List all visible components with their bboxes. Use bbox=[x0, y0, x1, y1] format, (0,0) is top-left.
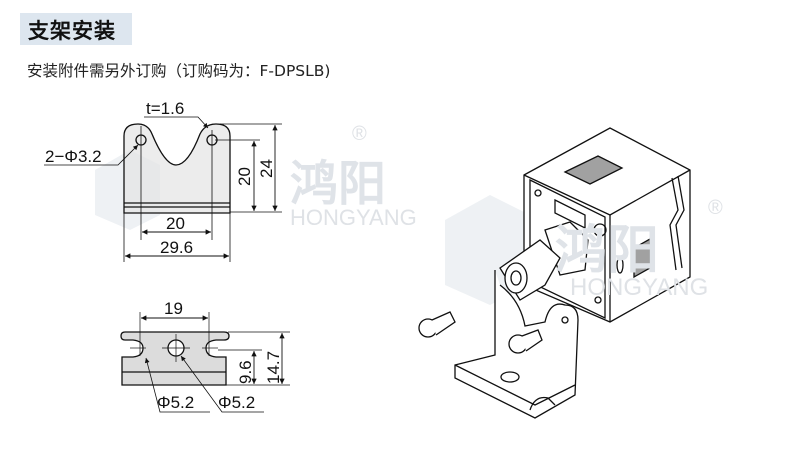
inner-width-label: 20 bbox=[166, 214, 185, 233]
thickness-label: t=1.6 bbox=[146, 99, 184, 118]
front-view bbox=[44, 116, 282, 262]
hole-dia-label: Φ5.2 bbox=[218, 393, 255, 412]
section-title: 支架安装 bbox=[20, 13, 132, 45]
assembly-illustration bbox=[418, 127, 691, 419]
total-height-label: 24 bbox=[257, 159, 276, 178]
svg-text:HONGYANG: HONGYANG bbox=[290, 205, 417, 230]
hole-height-label: 20 bbox=[235, 167, 254, 186]
total-height-label-top: 14.7 bbox=[264, 351, 283, 384]
svg-text:®: ® bbox=[352, 123, 367, 145]
svg-text:HONGYANG: HONGYANG bbox=[570, 274, 708, 301]
holes-label: 2−Φ3.2 bbox=[45, 147, 102, 166]
slot-dia-label: Φ5.2 bbox=[157, 393, 194, 412]
order-note: 安装附件需另外订购（订购码为：F-DPSLB) bbox=[27, 62, 331, 80]
svg-text:®: ® bbox=[708, 197, 723, 219]
slot-spacing-label: 19 bbox=[164, 299, 183, 318]
watermark-right: 鸿阳 HONGYANG ® bbox=[555, 197, 723, 301]
top-view bbox=[120, 312, 290, 413]
svg-text:鸿阳: 鸿阳 bbox=[290, 156, 386, 212]
hole-height-label-top: 9.6 bbox=[236, 360, 255, 384]
svg-text:鸿阳: 鸿阳 bbox=[555, 221, 659, 281]
outer-width-label: 29.6 bbox=[160, 238, 193, 257]
